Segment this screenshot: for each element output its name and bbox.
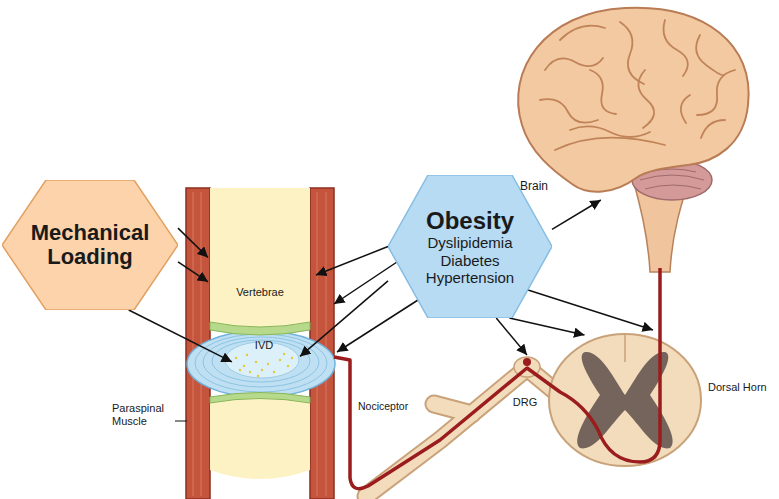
nucleus-dot — [255, 361, 257, 363]
vertebra-body — [210, 397, 310, 479]
nucleus-dot — [287, 365, 289, 367]
influence-arrow — [496, 318, 527, 355]
brain-gyrus — [570, 126, 650, 137]
ganglion-region: DRG — [505, 355, 549, 411]
annulus-ring — [212, 340, 310, 382]
brain-gyri — [540, 20, 735, 150]
cerebrum — [518, 8, 749, 192]
nucleus-dot — [279, 359, 281, 361]
nucleus-dot — [243, 365, 245, 367]
influence-arrow — [178, 262, 208, 282]
annulus-ring — [195, 334, 327, 392]
endplate — [210, 393, 310, 404]
part-label: Vertebrae — [208, 286, 312, 299]
brain-gyrus — [638, 70, 654, 128]
part-label: IVD — [232, 339, 296, 352]
brain-region: Brain — [500, 4, 752, 200]
influence-arrow — [334, 262, 397, 304]
brain-gyrus — [545, 58, 603, 70]
hexagon-body: Dyslipidemia Diabetes Hypertension — [414, 234, 526, 286]
part-label: Nociceptor — [358, 400, 408, 412]
obesity-hexagon: ObesityDyslipidemia Diabetes Hypertensio… — [388, 175, 552, 318]
spinal-cord-region: Dorsal Horn — [548, 335, 776, 468]
influence-arrow — [509, 318, 584, 335]
lateral-sulcus — [555, 138, 665, 150]
influence-arrow — [129, 310, 232, 362]
nucleus-dot — [257, 375, 259, 377]
influence-arrow — [300, 281, 388, 357]
disc-region: IVD — [232, 338, 300, 384]
annulus-fibrosus — [187, 331, 335, 397]
nucleus-dot — [291, 357, 293, 359]
brain-gyrus — [697, 70, 735, 115]
influence-arrow — [178, 228, 208, 257]
part-label: Paraspinal Muscle — [112, 402, 174, 427]
influence-arrow — [528, 290, 653, 330]
nerve-root — [366, 368, 556, 496]
nucleus-dot — [239, 369, 241, 371]
hexagon-title: Mechanical Loading — [27, 221, 153, 269]
hexagon-outline — [388, 175, 552, 318]
brain-gyrus — [560, 26, 605, 40]
brain-gyrus — [701, 120, 725, 138]
brain-gyrus — [696, 35, 724, 75]
nucleus-dot — [283, 353, 285, 355]
nucleus-dot — [273, 371, 275, 373]
neuron-cell-body — [523, 358, 531, 366]
nucleus-dot — [249, 371, 251, 373]
endplate — [210, 322, 310, 335]
brain-gyrus — [681, 95, 690, 123]
nucleus-dot — [261, 369, 263, 371]
loading-hexagon: Mechanical Loading — [2, 180, 178, 310]
nerve-root-outline — [366, 368, 556, 496]
hexagon-outline — [2, 180, 178, 310]
median-sulcus — [624, 334, 626, 362]
nucleus-dot — [267, 363, 269, 365]
brain-gyrus — [540, 99, 598, 122]
influence-arrow — [552, 200, 601, 229]
part-label: Dorsal Horn — [708, 381, 767, 394]
vertebra-region: Vertebrae — [208, 190, 316, 325]
leader-line — [175, 421, 187, 422]
brain-gyrus — [620, 22, 644, 84]
influence-arrow — [316, 247, 388, 276]
brain-gyrus — [590, 70, 616, 114]
influence-arrow — [337, 300, 418, 352]
part-label: DRG — [505, 396, 545, 409]
brain-gyrus — [664, 20, 688, 76]
part-label: Brain — [520, 180, 548, 194]
nucleus-dot — [235, 357, 237, 359]
nucleus-dot — [246, 354, 248, 356]
annulus-ring — [203, 337, 319, 387]
nucleus-dots — [235, 353, 293, 377]
hexagon-title: Obesity — [426, 207, 514, 235]
vertebra-body — [210, 188, 310, 330]
